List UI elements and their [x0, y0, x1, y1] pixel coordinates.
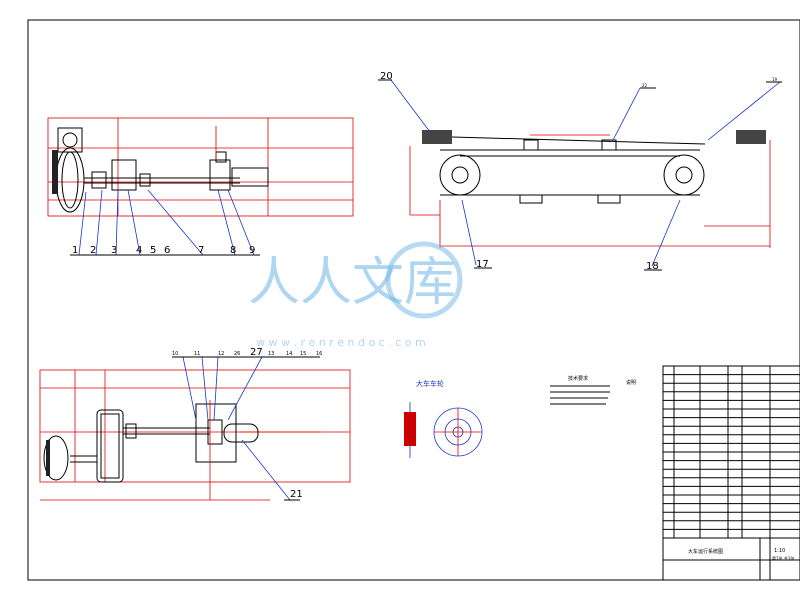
part-number-4: 4	[136, 245, 142, 256]
part-number-13: 13	[268, 351, 274, 357]
wheel-detail-view: 大车车轮	[404, 379, 483, 458]
top-left-part-numbers: 1 2 3 4 5 6 7 8 9	[72, 245, 255, 256]
part-number-1: 1	[72, 245, 78, 256]
part-number-14: 14	[286, 351, 292, 357]
wheel-detail-title: 大车车轮	[416, 379, 444, 388]
title-block-title: 大车运行系统图	[688, 548, 723, 555]
part-number-19: 19	[772, 77, 778, 82]
top-right-leaders	[378, 79, 782, 271]
part-number-17: 17	[476, 259, 489, 270]
top-right-side-view	[409, 130, 771, 248]
part-number-5: 5	[150, 245, 156, 256]
part-number-21: 21	[290, 489, 303, 500]
watermark-ring	[385, 241, 463, 319]
part-number-7: 7	[198, 245, 204, 256]
watermark: 人人文库 w w w . r e n r e n d o c . c o m	[248, 241, 463, 349]
technical-requirements: 技术要求 说明	[550, 375, 636, 405]
title-block-scale: 1:10	[774, 548, 785, 554]
part-number-27: 27	[250, 347, 263, 358]
part-number-9: 9	[249, 245, 255, 256]
part-number-12: 12	[218, 351, 224, 357]
part-number-20: 20	[380, 71, 393, 82]
part-number-18: 18	[646, 261, 659, 272]
title-block-sheet: 第1张 共1张	[772, 555, 794, 561]
part-number-11: 11	[194, 351, 200, 357]
part-number-15: 15	[300, 351, 306, 357]
part-number-16: 16	[316, 351, 322, 357]
bottom-left-part-numbers: 10 11 12 26 27 13 14 15 16 21	[172, 347, 322, 500]
bottom-left-leaders	[172, 356, 320, 501]
top-left-leaders	[70, 189, 260, 256]
parts-list-rows	[663, 374, 800, 530]
watermark-text-en: w w w . r e n r e n d o c . c o m	[256, 336, 426, 349]
watermark-text-cn: 人人文库	[248, 253, 456, 313]
notes-label: 说明	[626, 379, 636, 386]
part-number-2: 2	[90, 245, 96, 256]
part-number-6: 6	[164, 245, 170, 256]
part-number-10: 10	[172, 351, 178, 357]
part-number-26: 26	[234, 351, 240, 357]
top-left-elevation-view	[47, 117, 354, 217]
bottom-left-plan-view	[39, 369, 351, 501]
part-number-22: 22	[642, 83, 648, 88]
part-number-3: 3	[111, 245, 117, 256]
tech-req-title: 技术要求	[568, 375, 588, 382]
top-right-part-numbers: 20 22 19 17 18	[380, 71, 778, 272]
sheet-border	[27, 19, 800, 581]
part-number-8: 8	[230, 245, 236, 256]
title-block: 大车运行系统图 1:10 第1张 共1张	[662, 365, 800, 581]
